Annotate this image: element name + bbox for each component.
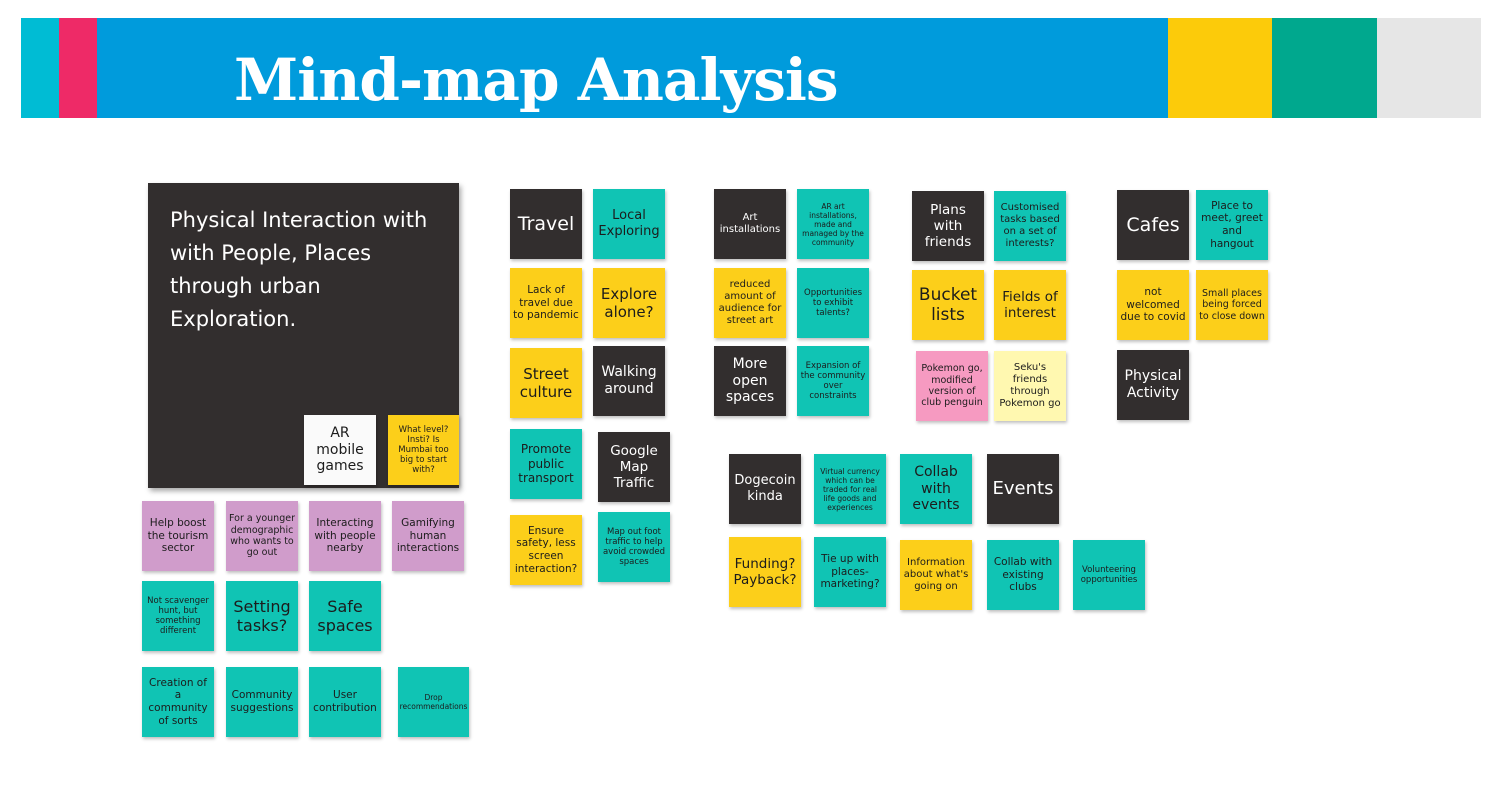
sticky-note[interactable]: Opportunities to exhibit talents? <box>797 268 869 338</box>
sticky-note[interactable]: Small places being forced to close down <box>1196 270 1268 340</box>
sticky-note[interactable]: Community suggestions <box>226 667 298 737</box>
sticky-note[interactable]: Drop recommendations <box>398 667 469 737</box>
sticky-note[interactable]: Funding? Payback? <box>729 537 801 607</box>
central-topic-card[interactable]: Physical Interaction with with People, P… <box>148 183 459 488</box>
sticky-note[interactable]: Collab with events <box>900 454 972 524</box>
banner-stripe-yellow <box>1168 18 1272 118</box>
sticky-note[interactable]: Plans with friends <box>912 191 984 261</box>
sticky-note[interactable]: Walking around <box>593 346 665 416</box>
sticky-note[interactable]: Virtual currency which can be traded for… <box>814 454 886 524</box>
sticky-note[interactable]: Events <box>987 454 1059 524</box>
sticky-note[interactable]: Cafes <box>1117 190 1189 260</box>
banner-stripe-grey <box>1377 18 1481 118</box>
sticky-note[interactable]: Explore alone? <box>593 268 665 338</box>
page-title: Mind-map Analysis <box>234 46 839 114</box>
sticky-note[interactable]: Gamifying human interactions <box>392 501 464 571</box>
sticky-note[interactable]: Customised tasks based on a set of inter… <box>994 191 1066 261</box>
sticky-note[interactable]: Collab with existing clubs <box>987 540 1059 610</box>
sticky-note[interactable]: Local Exploring <box>593 189 665 259</box>
sticky-note[interactable]: Interacting with people nearby <box>309 501 381 571</box>
sticky-note[interactable]: Bucket lists <box>912 270 984 340</box>
banner-stripe-cyan <box>21 18 59 118</box>
sticky-note[interactable]: What level? Insti? Is Mumbai too big to … <box>388 415 459 485</box>
sticky-note[interactable]: Not scavenger hunt, but something differ… <box>142 581 214 651</box>
sticky-note[interactable]: Ensure safety, less screen interaction? <box>510 515 582 585</box>
sticky-note[interactable]: Information about what's going on <box>900 540 972 610</box>
sticky-note[interactable]: For a younger demographic who wants to g… <box>226 501 298 571</box>
sticky-note[interactable]: reduced amount of audience for street ar… <box>714 268 786 338</box>
sticky-note[interactable]: Seku's friends through Pokemon go <box>994 351 1066 421</box>
banner-stripe-pink <box>59 18 97 118</box>
banner-stripe-blue: Mind-map Analysis <box>97 18 1168 118</box>
sticky-note[interactable]: AR art installations, made and managed b… <box>797 189 869 259</box>
sticky-note[interactable]: Creation of a community of sorts <box>142 667 214 737</box>
sticky-note[interactable]: Help boost the tourism sector <box>142 501 214 571</box>
sticky-note[interactable]: not welcomed due to covid <box>1117 270 1189 340</box>
sticky-note[interactable]: Promote public transport <box>510 429 582 499</box>
sticky-note[interactable]: Dogecoin kinda <box>729 454 801 524</box>
sticky-note[interactable]: Pokemon go, modified version of club pen… <box>916 351 988 421</box>
sticky-note[interactable]: Travel <box>510 189 582 259</box>
sticky-note[interactable]: Tie up with places- marketing? <box>814 537 886 607</box>
sticky-note[interactable]: Map out foot traffic to help avoid crowd… <box>598 512 670 582</box>
central-topic-text: Physical Interaction with with People, P… <box>170 208 428 331</box>
sticky-note[interactable]: Art installations <box>714 189 786 259</box>
sticky-note[interactable]: Google Map Traffic <box>598 432 670 502</box>
sticky-note[interactable]: User contribution <box>309 667 381 737</box>
sticky-note[interactable]: Setting tasks? <box>226 581 298 651</box>
sticky-note[interactable]: Expansion of the community over constrai… <box>797 346 869 416</box>
sticky-note[interactable]: AR mobile games <box>304 415 376 485</box>
sticky-note[interactable]: Street culture <box>510 348 582 418</box>
sticky-note[interactable]: Lack of travel due to pandemic <box>510 268 582 338</box>
sticky-note[interactable]: Place to meet, greet and hangout <box>1196 190 1268 260</box>
sticky-note[interactable]: Safe spaces <box>309 581 381 651</box>
sticky-note[interactable]: Fields of interest <box>994 270 1066 340</box>
banner-stripe-green <box>1272 18 1377 118</box>
sticky-note[interactable]: Volunteering opportunities <box>1073 540 1145 610</box>
sticky-note[interactable]: Physical Activity <box>1117 350 1189 420</box>
sticky-note[interactable]: More open spaces <box>714 346 786 416</box>
